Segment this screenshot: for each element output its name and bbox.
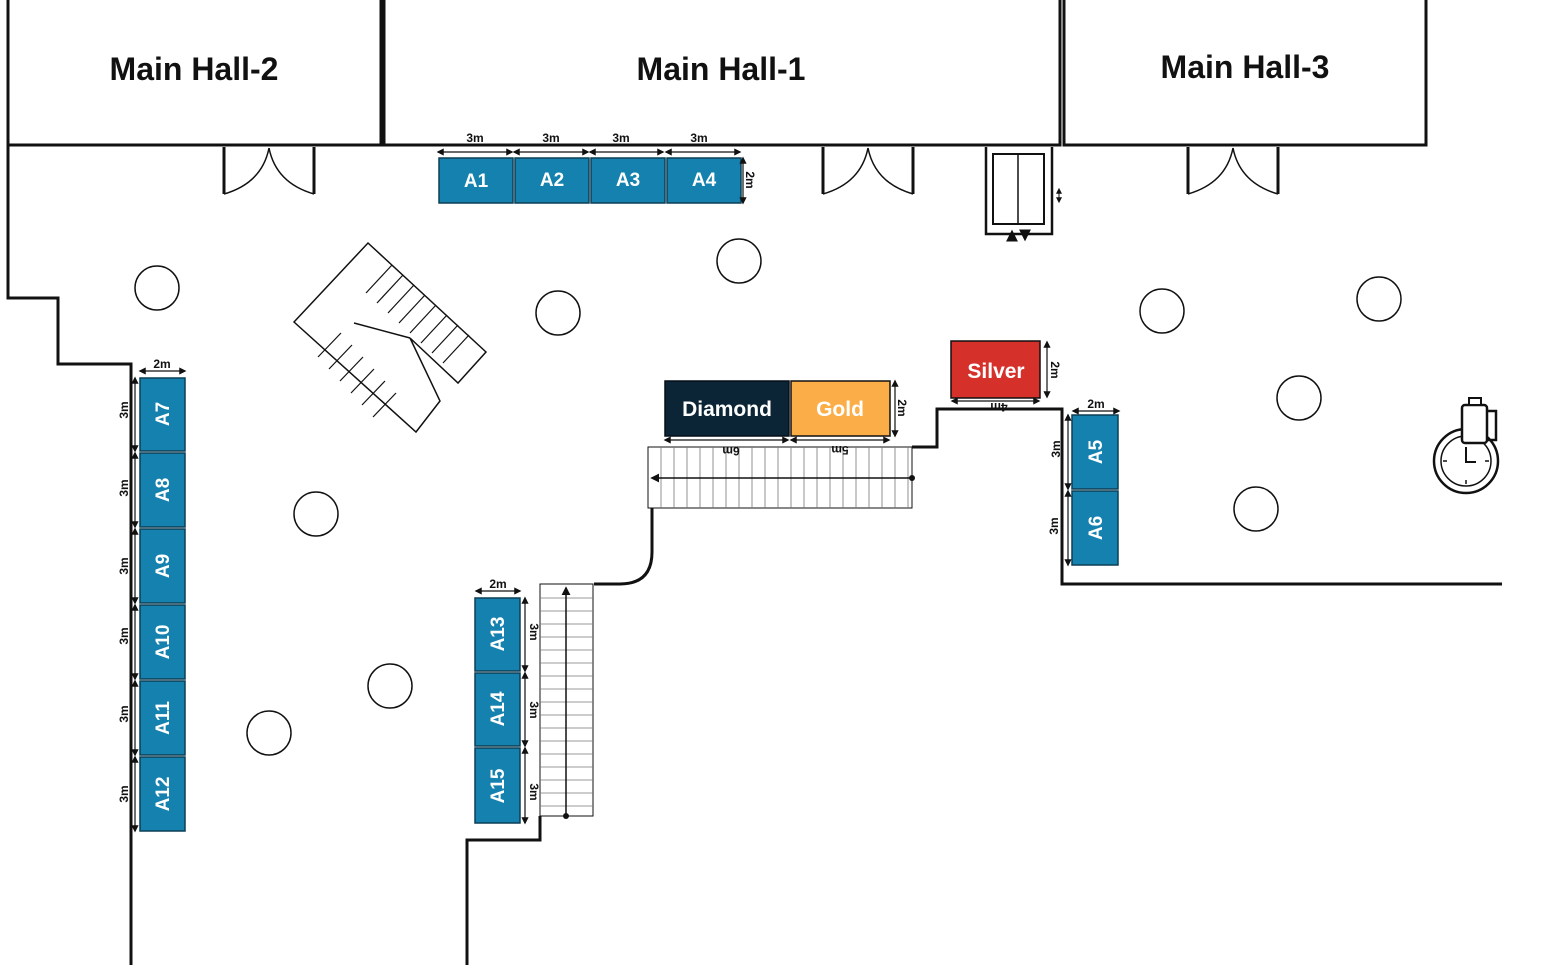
booth-a8-label: A8 [153, 478, 174, 502]
pillar [293, 491, 339, 537]
booth-a9[interactable]: A9 [139, 528, 186, 604]
pillar [1233, 486, 1279, 532]
booth-a5[interactable]: A5 [1071, 414, 1119, 490]
booth-a15[interactable]: A15 [474, 747, 521, 824]
dim-label: 3m [117, 705, 131, 722]
door-hall-3[interactable] [1186, 147, 1280, 195]
booth-a7-label: A7 [153, 402, 174, 426]
dim-label: 3m [1047, 517, 1061, 534]
pillar [1276, 375, 1322, 421]
dim-label: 5m [831, 443, 848, 457]
booth-silver[interactable]: Silver [950, 340, 1041, 399]
booth-a6-label: A6 [1086, 516, 1107, 540]
door-hall-1[interactable] [821, 147, 915, 195]
pillar [535, 290, 581, 336]
dim-label: 3m [117, 785, 131, 802]
booth-a12-label: A12 [153, 777, 174, 812]
booth-a14[interactable]: A14 [474, 672, 521, 747]
main-hall-1-label: Main Hall-1 [637, 51, 806, 87]
pillar [1356, 276, 1402, 322]
booth-a13-label: A13 [488, 617, 509, 652]
booth-a2-label: A2 [540, 170, 564, 191]
dim-label: 3m [690, 131, 707, 145]
dim-label: 2m [1087, 397, 1104, 411]
booth-a1-label: A1 [464, 171, 489, 192]
elevator-icon[interactable] [984, 147, 1062, 242]
booth-a10[interactable]: A10 [139, 604, 186, 680]
coffee-clock-icon[interactable] [1432, 397, 1500, 495]
staircase-diagonal [292, 241, 488, 434]
booth-a11[interactable]: A11 [139, 680, 186, 756]
pillar [716, 238, 762, 284]
main-hall-1[interactable]: Main Hall-1 [382, 0, 1062, 147]
booth-a4[interactable]: A4 [666, 157, 742, 204]
dim-label: 3m [527, 783, 541, 800]
dim-label: 2m [743, 171, 757, 188]
pillar [1139, 288, 1185, 334]
staircase-vertical [539, 583, 594, 819]
booth-a15-label: A15 [488, 768, 509, 803]
booth-diamond-label: Diamond [682, 398, 772, 421]
pillar [134, 265, 180, 311]
booth-a1[interactable]: A1 [438, 157, 514, 204]
dim-label: 2m [895, 399, 909, 416]
dim-label: 3m [542, 131, 559, 145]
door-hall-2[interactable] [222, 147, 316, 195]
booth-a10-label: A10 [153, 625, 174, 660]
dim-label: 4m [990, 400, 1007, 414]
main-hall-3[interactable]: Main Hall-3 [1062, 0, 1428, 147]
booth-a11-label: A11 [153, 701, 174, 735]
booth-a14-label: A14 [488, 691, 509, 726]
dim-label: 3m [466, 131, 483, 145]
dim-label: 3m [1049, 440, 1063, 457]
booth-a5-label: A5 [1086, 439, 1107, 464]
booth-a13[interactable]: A13 [474, 597, 521, 672]
booth-a3-label: A3 [616, 170, 640, 191]
booth-gold[interactable]: Gold [790, 380, 891, 437]
dim-label: 6m [722, 444, 739, 458]
pillars [134, 238, 1402, 756]
middle-booth-dimensions: 2m 3m 3m 3m [474, 577, 541, 825]
dim-label: 3m [117, 479, 131, 496]
dim-label: 2m [489, 577, 506, 591]
staircase-horizontal [647, 446, 915, 509]
booth-diamond[interactable]: Diamond [664, 380, 790, 437]
right-booth-dimensions: 2m 3m 3m [1047, 397, 1121, 567]
main-hall-3-label: Main Hall-3 [1161, 49, 1330, 85]
booth-a8[interactable]: A8 [139, 452, 186, 528]
booth-a7[interactable]: A7 [139, 377, 186, 452]
booth-a4-label: A4 [692, 170, 717, 191]
top-booth-dimensions: 3m 3m 3m 3m 2m [436, 131, 757, 205]
dim-label: 3m [527, 701, 541, 718]
pillar [246, 710, 292, 756]
dim-label: 3m [612, 131, 629, 145]
main-hall-2-label: Main Hall-2 [110, 51, 279, 87]
booth-a2[interactable]: A2 [514, 157, 590, 204]
left-booth-dimensions: 2m 3m 3m 3m 3m 3m 3m [117, 357, 187, 833]
booth-a12[interactable]: A12 [139, 756, 186, 832]
dim-label: 3m [527, 623, 541, 640]
sponsor-dimensions: 6m 5m 2m 4m 2m [663, 340, 1062, 458]
dim-label: 3m [117, 627, 131, 644]
booth-silver-label: Silver [967, 360, 1024, 383]
booth-a6[interactable]: A6 [1071, 490, 1119, 566]
booth-a9-label: A9 [153, 554, 174, 578]
dim-label: 2m [1048, 361, 1062, 378]
booth-a3[interactable]: A3 [590, 157, 666, 204]
dim-label: 3m [117, 557, 131, 574]
walls [6, 145, 1502, 965]
booth-gold-label: Gold [816, 398, 864, 421]
dim-label: 2m [153, 357, 170, 371]
main-hall-2[interactable]: Main Hall-2 [6, 0, 383, 147]
dim-label: 3m [117, 401, 131, 418]
pillar [367, 663, 413, 709]
